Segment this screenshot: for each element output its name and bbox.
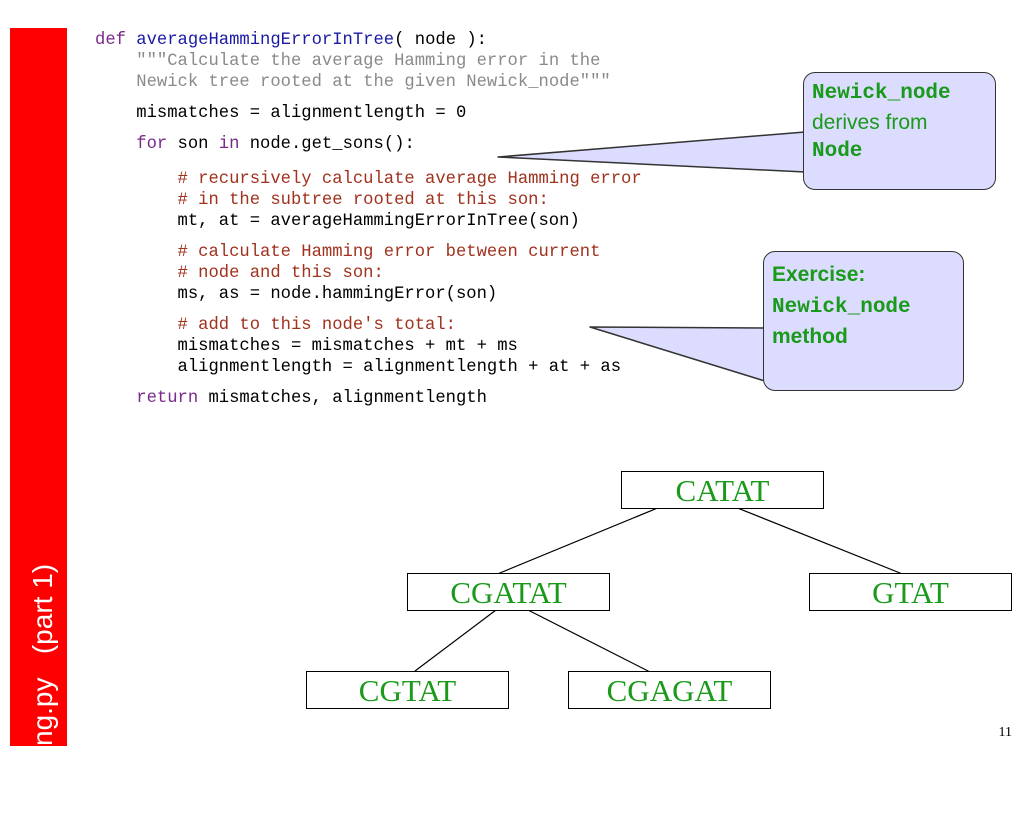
tree-node-right: GTAT: [809, 573, 1012, 611]
callout-text: method: [772, 325, 848, 348]
page-number: 11: [998, 725, 1012, 740]
callout-exercise: Exercise: Newick_node method: [763, 251, 964, 391]
code-line-14: alignmentlength = alignmentlength + at +…: [177, 358, 622, 377]
tree-edge-root-left: [494, 506, 661, 576]
tree-node-left-right: CGAGAT: [568, 671, 771, 709]
callout-code-text: Newick_node: [812, 82, 951, 105]
code-line-1: def averageHammingErrorInTree( node ):: [95, 30, 642, 51]
code-keyword: for: [136, 135, 168, 154]
code-keyword: def: [95, 31, 137, 50]
code-line-10: # node and this son:: [177, 264, 384, 283]
side-title-main: hamming.py: [27, 677, 58, 830]
callout-code-text: Node: [812, 140, 863, 163]
code-line-6: # recursively calculate average Hamming …: [177, 170, 642, 189]
code-text: ( node ):: [394, 31, 487, 50]
code-line-4: mismatches = alignmentlength = 0: [136, 104, 467, 123]
code-line-13: mismatches = mismatches + mt + ms: [177, 337, 518, 356]
code-text: son: [167, 135, 219, 154]
code-function-name: averageHammingErrorInTree: [136, 31, 395, 50]
code-keyword: return: [136, 389, 199, 408]
code-text: mismatches, alignmentlength: [198, 389, 487, 408]
code-line-2: """Calculate the average Hamming error i…: [136, 52, 601, 71]
tree-node-left: CGATAT: [407, 573, 610, 611]
code-line-12: # add to this node's total:: [177, 316, 456, 335]
code-line-11: ms, as = node.hammingError(son): [177, 285, 498, 304]
callout-code-text: Newick_node: [772, 296, 911, 319]
tree-node-left-left: CGTAT: [306, 671, 509, 709]
tree-edge-left-leftright: [527, 609, 653, 674]
code-keyword: in: [218, 135, 240, 154]
tree-node-root: CATAT: [621, 471, 824, 509]
callout-newick-node: Newick_node derives from Node: [803, 72, 996, 190]
callout-text: derives from: [812, 111, 928, 134]
code-line-9: # calculate Hamming error between curren…: [177, 243, 601, 262]
code-line-5: for son in node.get_sons():: [95, 134, 642, 155]
code-line-7: # in the subtree rooted at this son:: [177, 191, 549, 210]
side-title-bar: [10, 28, 67, 746]
tree-edge-root-right: [734, 506, 906, 576]
code-line-8: mt, at = averageHammingErrorInTree(son): [177, 212, 580, 231]
callout-heading: Exercise:: [772, 263, 866, 286]
code-listing: def averageHammingErrorInTree( node ):""…: [95, 30, 642, 409]
tree-edge-left-leftleft: [414, 609, 497, 672]
code-text: node.get_sons():: [239, 135, 415, 154]
side-title-sub: (part 1): [27, 563, 58, 655]
code-line-3: Newick tree rooted at the given Newick_n…: [136, 73, 611, 92]
code-line-15: return mismatches, alignmentlength: [95, 388, 642, 409]
